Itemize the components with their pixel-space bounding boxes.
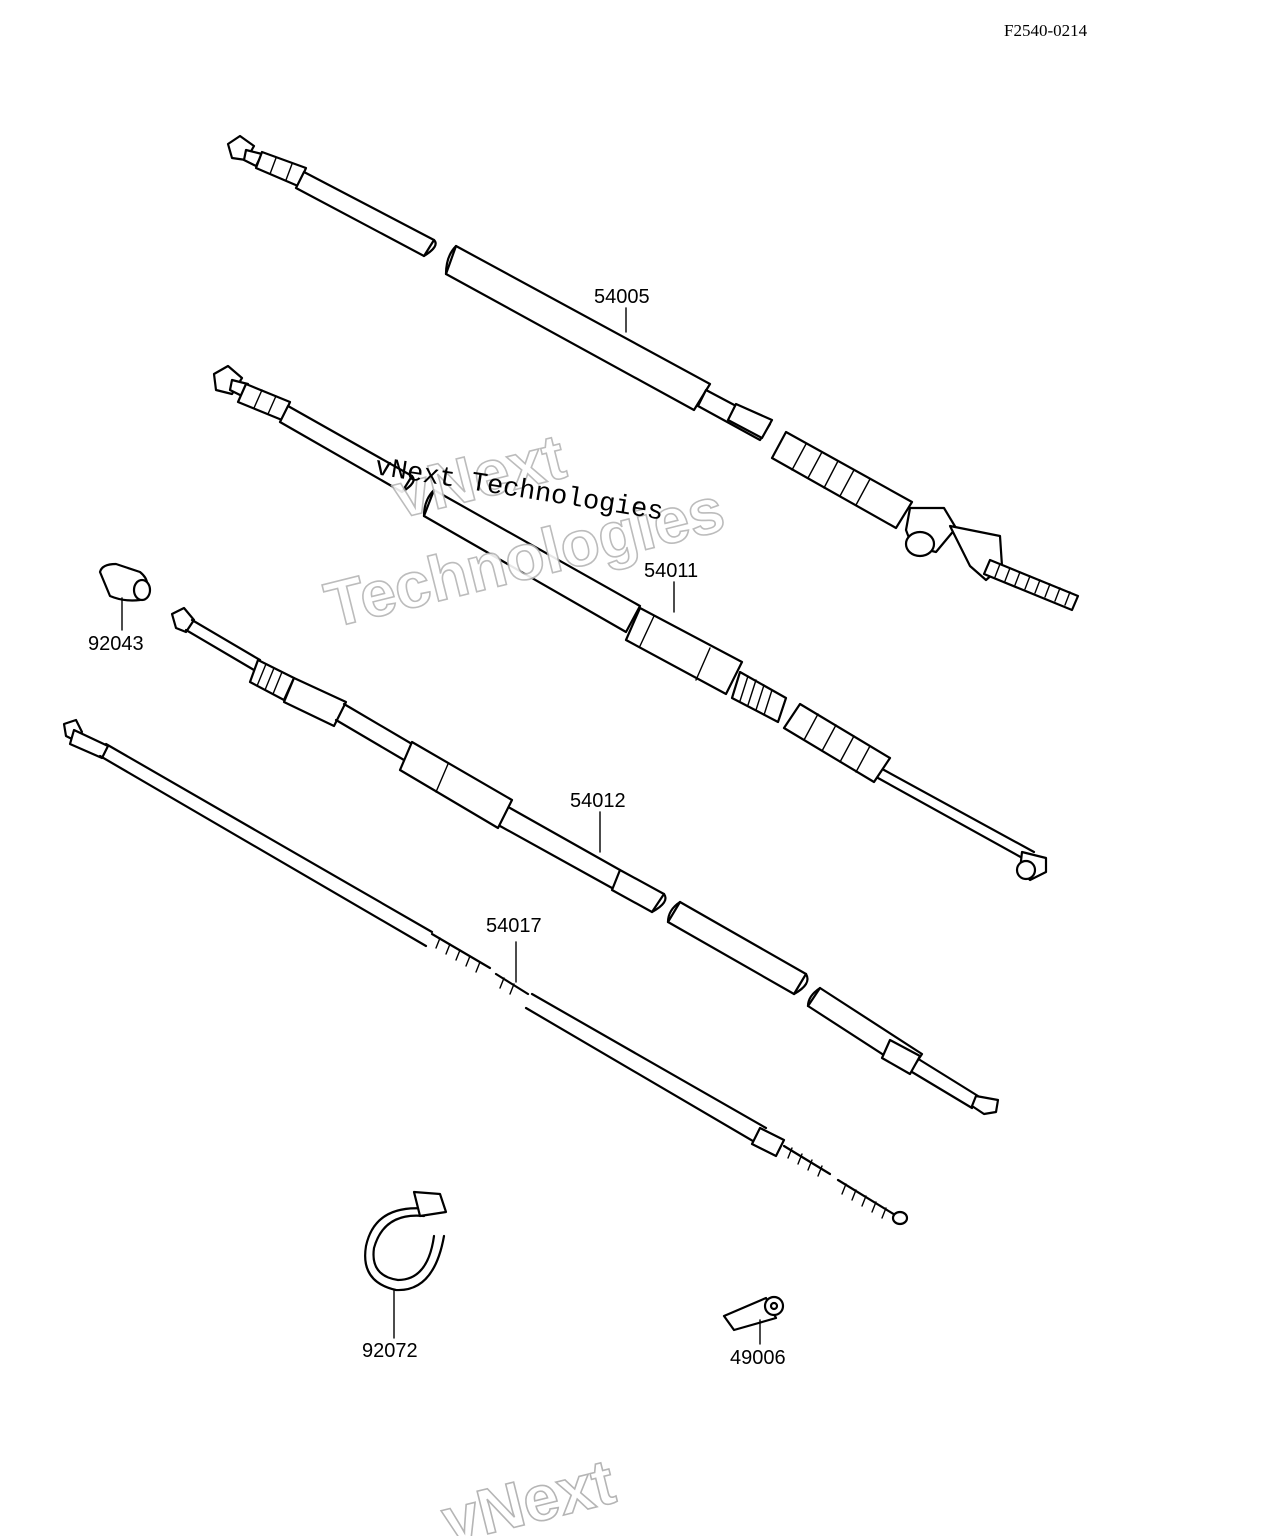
cable-54012[interactable] [170, 606, 1000, 1116]
part-92072-clamp[interactable] [364, 1190, 448, 1339]
diagram-code: F2540-0214 [1004, 21, 1088, 40]
part-label-49006[interactable]: 49006 [730, 1347, 786, 1369]
part-label-54005[interactable]: 54005 [594, 286, 650, 308]
cable-54017[interactable] [62, 718, 909, 1226]
part-92043[interactable] [98, 562, 152, 631]
cable-54011[interactable] [212, 364, 1048, 882]
part-label-92072[interactable]: 92072 [362, 1340, 418, 1362]
part-49006[interactable] [722, 1295, 785, 1345]
part-label-54017[interactable]: 54017 [486, 915, 542, 937]
part-label-92043[interactable]: 92043 [88, 633, 144, 655]
cable-54005[interactable] [226, 134, 1080, 612]
part-label-54011[interactable]: 54011 [644, 560, 698, 582]
part-label-54012[interactable]: 54012 [570, 790, 626, 812]
watermark-bottom-fragment: vNext [435, 1445, 622, 1536]
